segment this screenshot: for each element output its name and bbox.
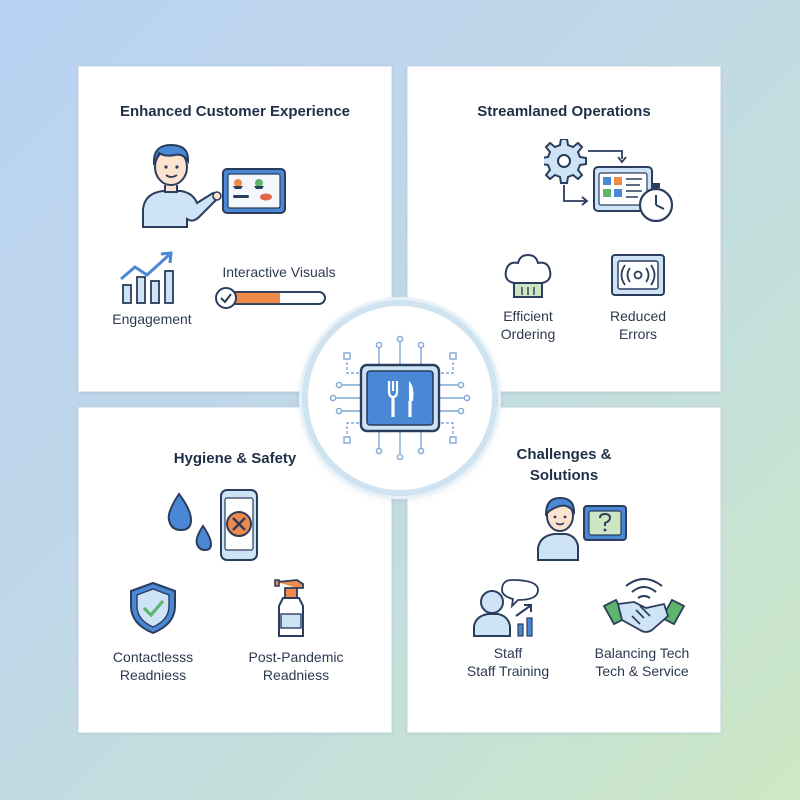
handshake-wifi-icon	[602, 578, 686, 633]
balancing-tech-service-label: Balancing Tech Tech & Service	[594, 645, 690, 679]
efficient-ordering-label: Efficient Ordering	[500, 308, 556, 342]
center-hub	[302, 300, 498, 496]
spray-bottle-icon	[274, 579, 304, 637]
contactless-readiness-label: Contactlesss Readniess	[112, 649, 194, 683]
reduced-errors-label: Reduced Errors	[609, 308, 667, 342]
interactive-visuals-label: Interactive Visuals	[222, 264, 336, 280]
shield-check-icon	[130, 581, 176, 635]
person-pointing-menu-tablet-icon	[142, 143, 286, 228]
panel-title: Streamlaned Operations	[477, 103, 651, 120]
panel-title: Challenges & Solutions	[516, 446, 612, 484]
panel-customer-experience: Enhanced Customer Experience Engagement …	[78, 66, 392, 392]
progress-check-icon	[215, 287, 326, 309]
chef-hat-icon	[504, 253, 552, 298]
staff-training-label: Staff Staff Training	[466, 645, 550, 679]
person-speech-growth-icon	[473, 579, 539, 637]
bar-chart-arrow-icon	[120, 251, 174, 304]
droplets-phone-x-icon	[167, 489, 258, 561]
signal-screen-icon	[611, 254, 665, 296]
post-pandemic-readiness-label: Post-Pandemic Readniess	[248, 649, 344, 683]
fork-knife-tablet-icon	[329, 335, 471, 461]
engagement-label: Engagement	[112, 311, 192, 327]
panel-title: Hygiene & Safety	[173, 450, 297, 467]
person-question-screen-icon	[537, 496, 627, 561]
panel-title: Enhanced Customer Experience	[119, 103, 351, 120]
gear-dashboard-stopwatch-icon	[544, 139, 674, 223]
